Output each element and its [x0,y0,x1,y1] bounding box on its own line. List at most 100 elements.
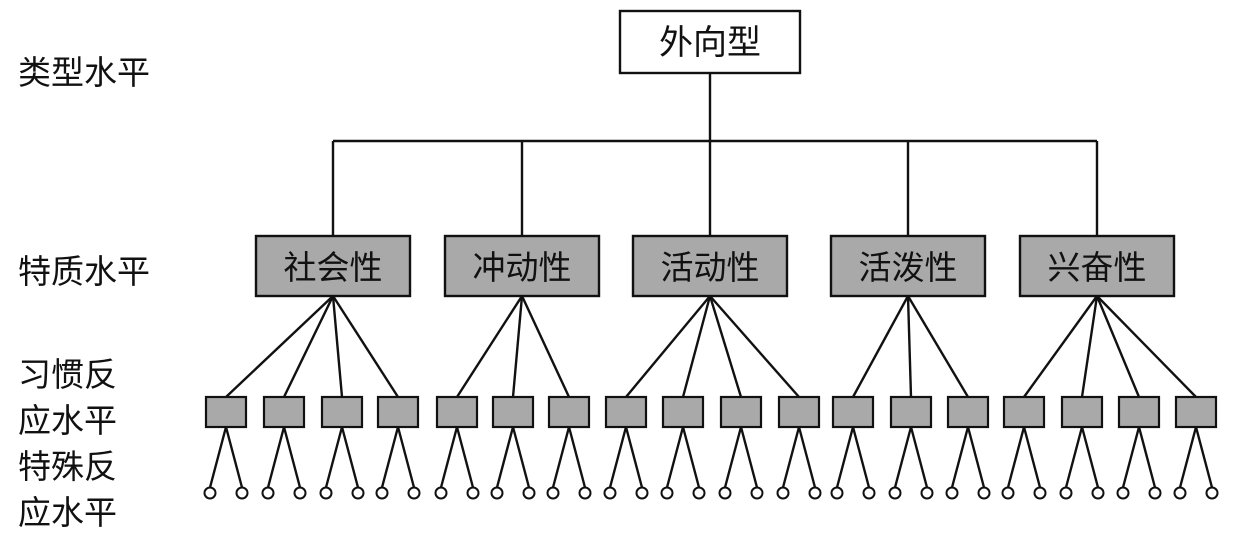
habit-response-node [719,395,763,429]
specific-response-node [1091,486,1105,500]
specific-connector [380,426,400,488]
specific-connector [1121,426,1141,488]
specific-connector [511,426,531,488]
edges [208,73,1214,488]
specific-response-node [888,486,902,500]
specific-connector [950,426,970,488]
habit-connector [709,295,800,398]
specific-connector [681,426,701,488]
habit-level-label-line1: 习惯反 [18,355,117,394]
specific-connector [1006,426,1026,488]
specific-connector [624,426,644,488]
specific-response-node [351,486,365,500]
specific-connector [608,426,628,488]
specific-connector [439,426,459,488]
trait-node: 兴奋性 [1018,234,1176,298]
trait-node: 社会性 [254,234,412,298]
type-level-label: 类型水平 [18,53,150,92]
specific-connector [282,426,302,488]
specific-connector [266,426,286,488]
habit-response-node [204,395,248,429]
habit-connector [455,295,524,398]
specific-response-node [862,486,876,500]
specific-response-node [750,486,764,500]
specific-connector [909,426,929,488]
habit-response-node [831,395,875,429]
specific-response-node [319,486,333,500]
specific-response-node [718,486,732,500]
trait-label: 活动性 [661,248,760,287]
habit-response-node [661,395,705,429]
trait-level-label: 特质水平 [18,252,150,291]
habit-response-node [491,395,535,429]
specific-connector [1194,426,1214,488]
trait-box [254,234,412,298]
habit-response-node [1174,395,1218,429]
specific-response-node [977,486,991,500]
specific-connector [324,426,344,488]
habit-connector [906,295,913,398]
specific-response-node [945,486,959,500]
specific-response-node [1173,486,1187,500]
specific-response-node [1205,486,1219,500]
specific-connector [1080,426,1100,488]
specific-connector [739,426,759,488]
trait-label: 兴奋性 [1048,248,1147,287]
specific-connector [835,426,855,488]
habit-response-node [604,395,648,429]
specific-connector [495,426,515,488]
specific-level-label-line1: 特殊反 [18,447,117,486]
specific-response-node [490,486,504,500]
specific-connector [851,426,871,488]
specific-response-node [920,486,934,500]
specific-response-node [407,486,421,500]
trait-node: 活动性 [631,234,789,298]
trait-label: 冲动性 [473,248,572,287]
specific-connector [966,426,986,488]
habit-connector [511,295,524,398]
habit-connector [681,295,712,398]
specific-response-nodes [203,486,1219,500]
habit-connector [1095,295,1141,398]
specific-response-node [1059,486,1073,500]
specific-response-node [1148,486,1162,500]
specific-connector [224,426,244,488]
habit-level-label-line2: 应水平 [18,401,117,440]
habit-connector [282,295,335,398]
specific-connector [551,426,571,488]
trait-node: 冲动性 [443,234,601,298]
trait-box [1018,234,1176,298]
habit-connector [331,295,344,398]
specific-connector [1178,426,1198,488]
habit-connector [331,295,400,398]
habit-connector [225,295,334,398]
specific-connector [893,426,913,488]
specific-response-node [203,486,217,500]
specific-response-node [466,486,480,500]
specific-connector [396,426,416,488]
habit-response-node [262,395,306,429]
trait-node: 活泼性 [829,234,987,298]
trait-box [443,234,601,298]
specific-response-node [1001,486,1015,500]
habit-connector [1080,295,1099,398]
root-label: 外向型 [659,23,761,63]
habit-response-node [1117,395,1161,429]
specific-connector [1064,426,1084,488]
habit-connector [906,295,970,398]
habit-response-node [1060,395,1104,429]
specific-response-node [830,486,844,500]
root-node: 外向型 [618,9,802,75]
habit-response-node [547,395,591,429]
habit-response-node [946,395,990,429]
habit-response-node [1002,395,1046,429]
habit-response-node [777,395,821,429]
specific-connector [208,426,228,488]
specific-level-label-line2: 应水平 [18,493,117,532]
specific-response-node [522,486,536,500]
habit-connector [1096,295,1197,398]
specific-response-node [235,486,249,500]
specific-response-node [578,486,592,500]
specific-response-node [293,486,307,500]
